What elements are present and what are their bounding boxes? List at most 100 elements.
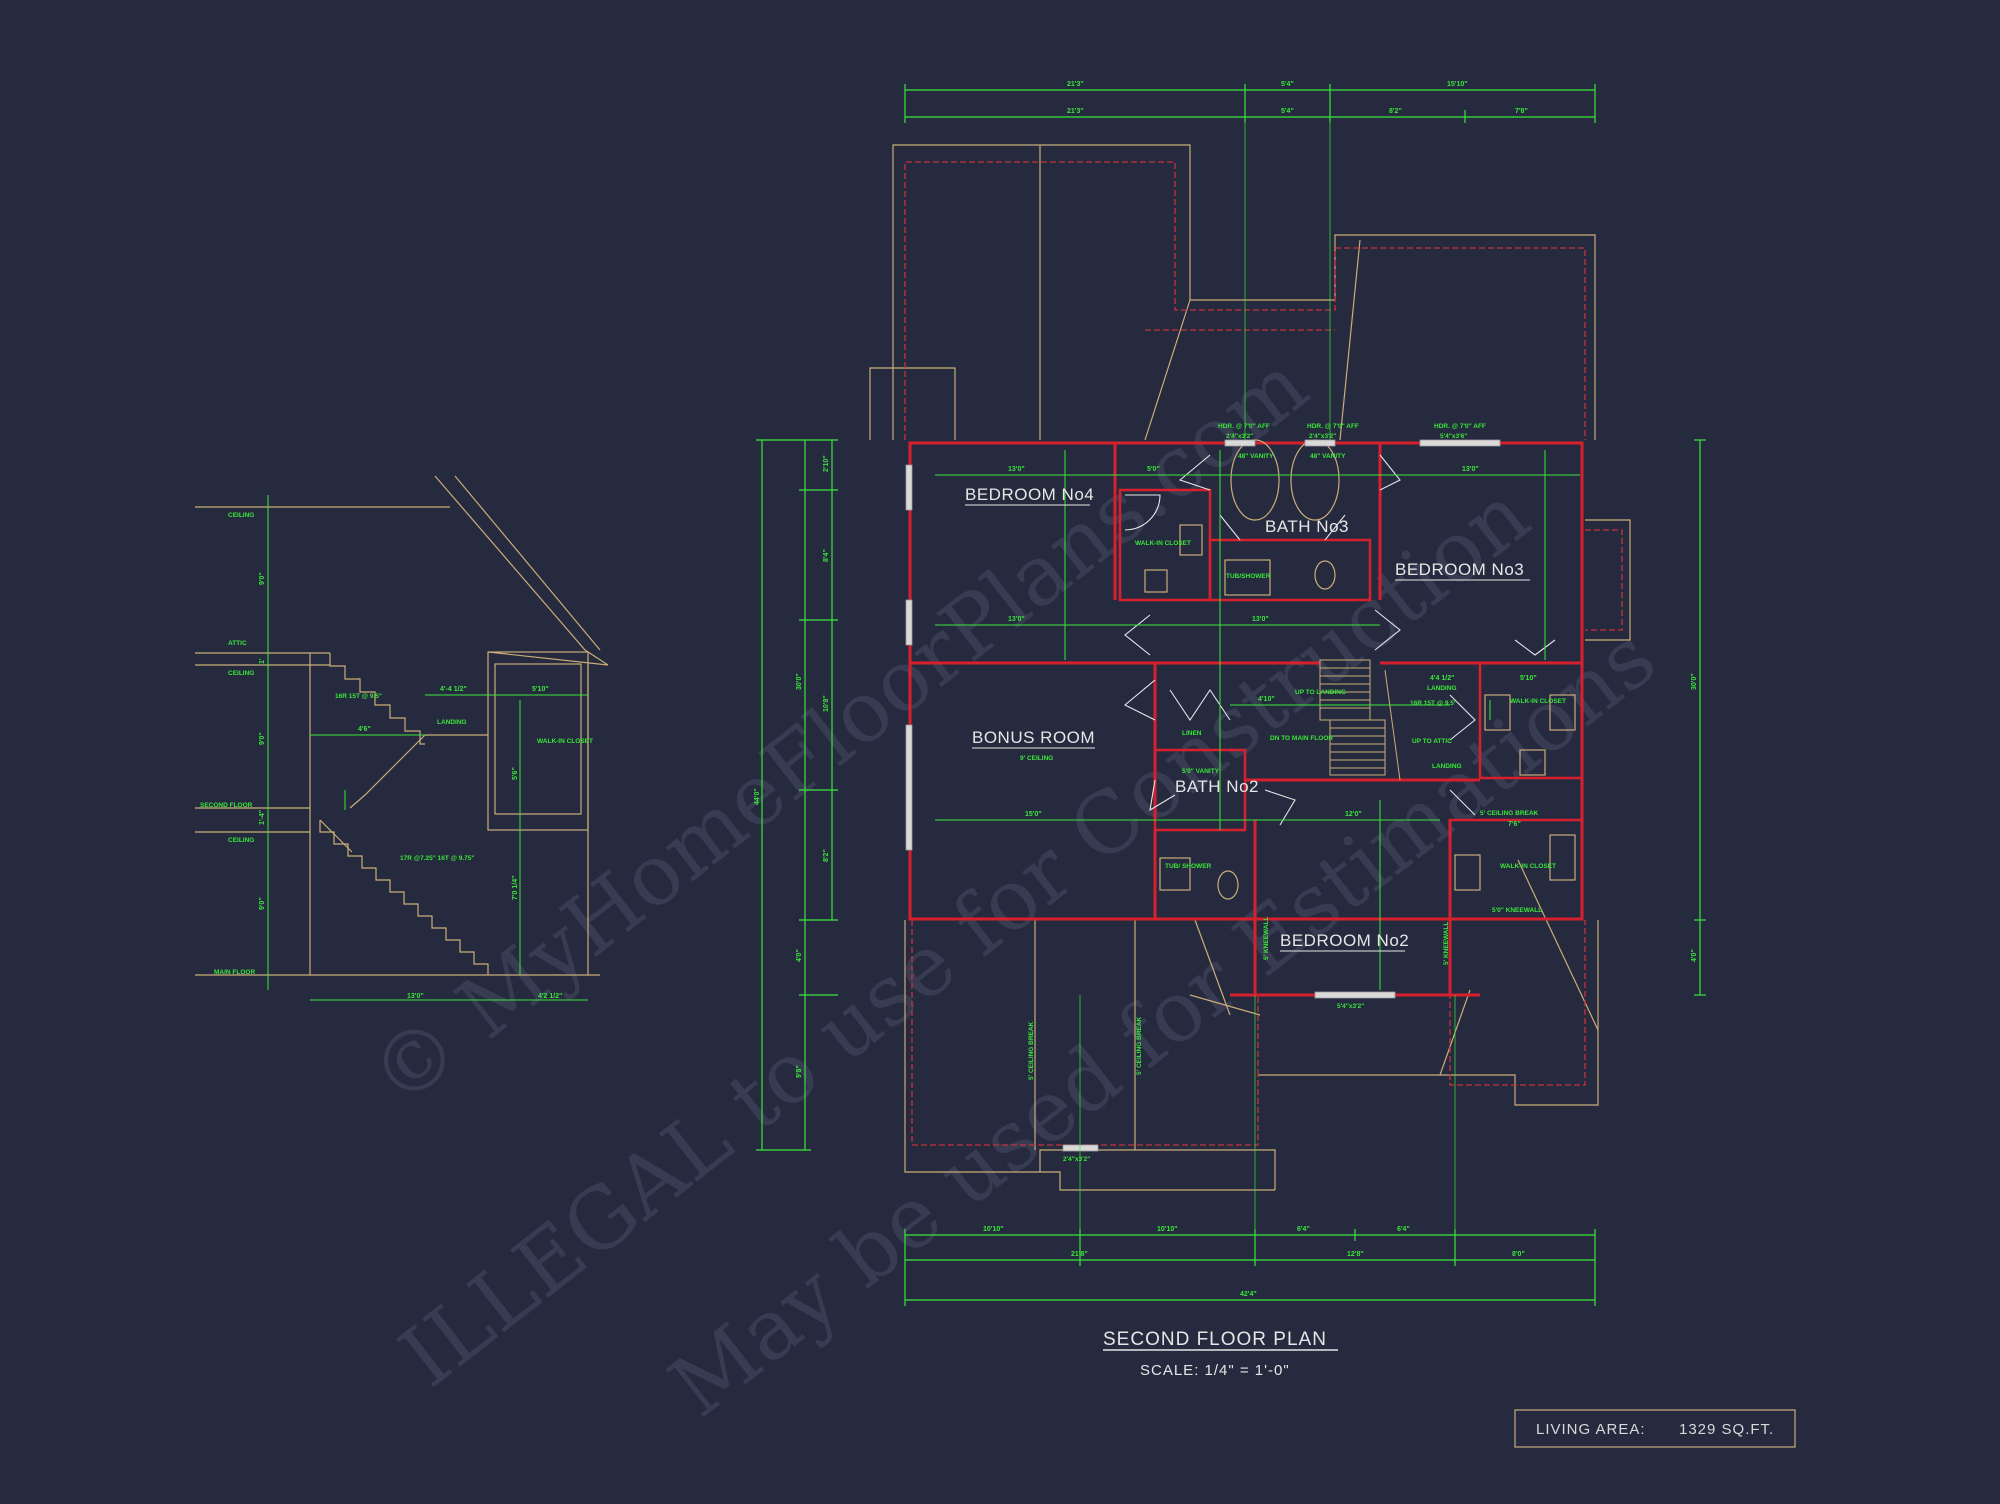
dim-l6: 8'2"	[823, 849, 830, 862]
room-bath2: BATH No2	[1175, 777, 1259, 796]
dim-l4: 8'4"	[823, 549, 830, 562]
bay-outline-right	[1585, 519, 1631, 641]
door-walkin-3	[1449, 789, 1476, 816]
room-bedroom3: BEDROOM No3	[1395, 560, 1524, 579]
roof-valley	[1189, 994, 1261, 1016]
roof-hip-right	[1339, 239, 1361, 441]
toilet-1	[1314, 560, 1336, 590]
note-tub2: TUB/ SHOWER	[1165, 863, 1212, 870]
note-tubshower: TUB/SHOWER	[1226, 573, 1271, 580]
section-dim-1b: 1'-4"	[259, 810, 266, 825]
note-riser1: 16R 15T @ 9.5"	[1410, 700, 1457, 707]
note-cb2: 5' CEILING BREAK	[1136, 1016, 1143, 1075]
section-dim-714: 7'0 1/4"	[512, 876, 519, 900]
section-riser-upper: 16R 15T @ 9.5"	[335, 693, 382, 700]
window-bedroom2	[1314, 991, 1396, 999]
dim-b2c: 8'0"	[1512, 1251, 1525, 1258]
living-area-box: LIVING AREA: 1329 SQ.FT.	[1514, 1409, 1796, 1448]
roof-hip-left	[1144, 299, 1191, 441]
dim-b2a: 21'8"	[1071, 1251, 1088, 1258]
closet-cabinet-4	[1549, 694, 1576, 731]
roof-hip-bottom-left	[1194, 919, 1231, 1016]
room-bedroom2: BEDROOM No2	[1280, 931, 1409, 950]
dim-r11: 7'6"	[1508, 821, 1521, 828]
room-bath3: BATH No3	[1265, 517, 1349, 536]
plan-scale: SCALE: 1/4" = 1'-0"	[1140, 1362, 1290, 1379]
dim-t2b: 5'4"	[1281, 108, 1294, 115]
bath3-lower	[1208, 538, 1372, 602]
stair-arrow-line	[1384, 669, 1401, 781]
note-bonus-ceiling: 9' CEILING	[1020, 755, 1053, 762]
closet-cabinet-3	[1484, 694, 1511, 731]
door-bedroom3-closet	[1514, 639, 1556, 656]
closet-cabinet-1	[1179, 524, 1203, 556]
section-landing: LANDING	[437, 719, 467, 726]
dim-t1b: 5'4"	[1281, 81, 1294, 88]
dim-t1c: 15'10"	[1447, 81, 1468, 88]
closet-inner	[494, 663, 582, 815]
window-top-2	[1304, 439, 1336, 447]
second-floor-walls	[908, 441, 1584, 997]
tub-shower-1	[1224, 559, 1271, 596]
section-dim-130: 13'0"	[407, 993, 424, 1000]
lower-outline-right	[1440, 920, 1599, 1106]
note-walkin3: WALK-IN CLOSET	[1500, 863, 1556, 870]
dim-t2a: 21'3"	[1067, 108, 1084, 115]
door-bonus	[1124, 679, 1156, 721]
door-bedroom3	[1374, 609, 1401, 651]
stair-lower-plan	[1329, 719, 1386, 776]
section-dim-441: 4'-4 1/2"	[440, 686, 467, 693]
window-bottom	[1062, 1144, 1099, 1152]
note-landing2: LANDING	[1432, 763, 1462, 770]
dim-l1: 44'0"	[754, 788, 761, 805]
dim-b1a: 10'10"	[983, 1226, 1004, 1233]
dim-r10: 12'0"	[1345, 811, 1362, 818]
lower-wall-bay	[1585, 529, 1623, 631]
note-vanity1: 48" VANITY	[1238, 453, 1274, 460]
door-walkin-1	[1124, 494, 1161, 531]
dim-t2c: 8'2"	[1389, 108, 1402, 115]
note-win-top1: 2'4"x3'2"	[1226, 433, 1253, 440]
note-hdr3: HDR. @ 7'0" AFF	[1434, 423, 1486, 430]
section-main-floor: MAIN FLOOR	[214, 969, 255, 976]
dim-l5: 10'8"	[823, 695, 830, 712]
roof-outline-top	[892, 144, 1596, 440]
note-kneewall: 5'0" KNEEWALL	[1492, 907, 1542, 914]
stair-lower-start	[319, 819, 353, 853]
closet-roof	[487, 651, 609, 666]
living-area-value: 1329 SQ.FT.	[1679, 1421, 1774, 1438]
vanity-sink-2	[1290, 439, 1340, 521]
door-swings	[1124, 454, 1556, 826]
note-ceiling-break: 5' CEILING BREAK	[1480, 810, 1539, 817]
section-dim-9c: 9'0"	[259, 897, 266, 910]
note-landing1: LANDING	[1427, 685, 1457, 692]
closet-cabinet-6	[1454, 854, 1481, 891]
section-ceiling1: CEILING	[228, 512, 254, 519]
note-kneewall2: 5' KNEEWALL	[1263, 917, 1270, 960]
note-up-attic: UP TO ATTIC	[1412, 738, 1452, 745]
dim-r2: 5'0"	[1147, 466, 1160, 473]
door-bedroom2	[1264, 789, 1296, 826]
dim-l3: 2'10"	[823, 455, 830, 472]
section-dim-9b: 9'0"	[259, 732, 266, 745]
note-cb1: 5' CEILING BREAK	[1028, 1021, 1035, 1080]
door-walkin-2	[1449, 694, 1476, 741]
closet-cabinet-2	[1144, 569, 1168, 593]
dim-r6: 4'10"	[1258, 696, 1275, 703]
window-left-2	[905, 599, 913, 646]
door-bath3-a	[1178, 454, 1211, 491]
note-hdr2: HDR. @ 7'0" AFF	[1307, 423, 1359, 430]
section-second-floor: SECOND FLOOR	[200, 802, 253, 809]
dim-l8: 9'8"	[796, 1065, 803, 1078]
roof-line-inner	[454, 475, 601, 651]
room-bedroom4: BEDROOM No4	[965, 485, 1094, 504]
note-walkin1: WALK-IN CLOSET	[1135, 540, 1191, 547]
note-linen: LINEN	[1182, 730, 1202, 737]
window-left-1	[905, 464, 913, 511]
section-labels: CEILING ATTIC CEILING SECOND FLOOR CEILI…	[200, 512, 593, 1000]
windows	[905, 439, 1501, 1152]
note-walkin2: WALK-IN CLOSET	[1510, 698, 1566, 705]
note-kneewall3: 5' KNEEWALL	[1443, 922, 1450, 965]
section-dim-1a: 1'	[259, 658, 266, 664]
stair-section	[195, 475, 609, 976]
